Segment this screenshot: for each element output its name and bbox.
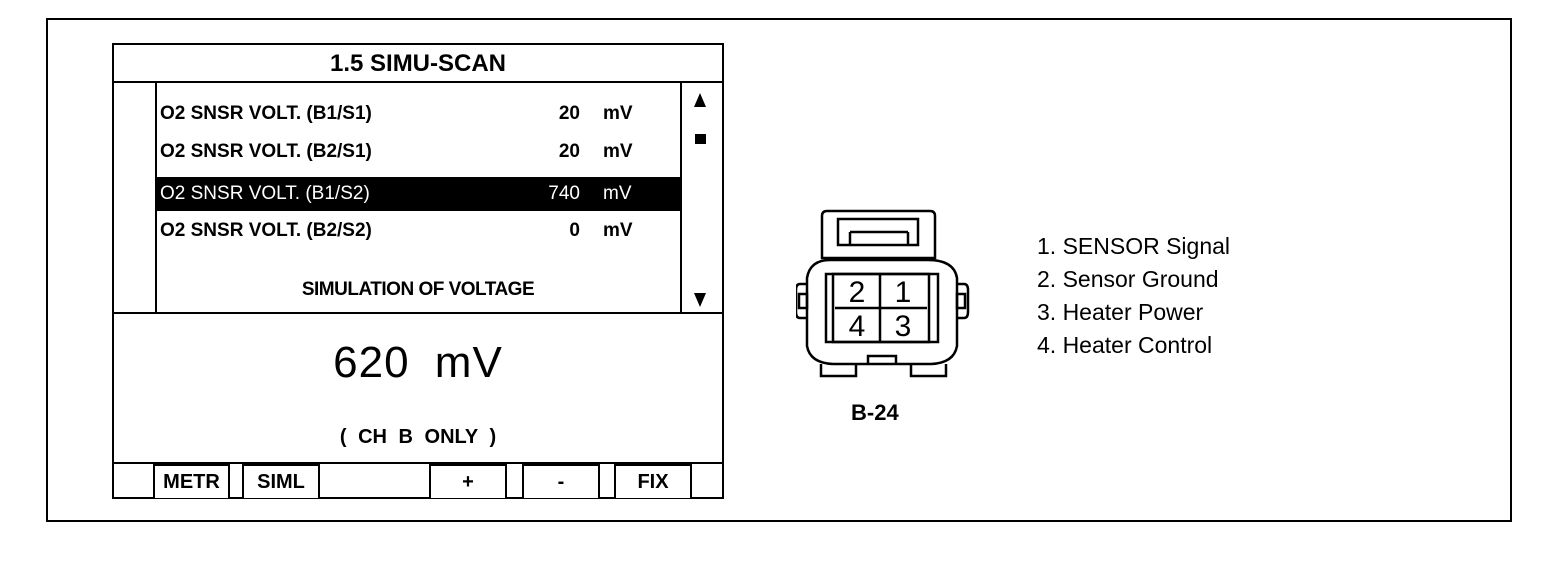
pin-label-4: 4 [849, 310, 866, 343]
parameter-name: O2 SNSR VOLT. (B2/S2) [160, 220, 372, 241]
minus-softkey[interactable]: - [522, 464, 600, 498]
parameter-value: 20 [558, 141, 580, 162]
diagram-frame [46, 18, 1512, 522]
screen-title: 1.5 SIMU-SCAN [114, 45, 722, 83]
connector-lock-tab [820, 209, 937, 260]
parameter-row-b1s1[interactable]: O2 SNSR VOLT. (B1/S1) 20 mV [157, 97, 680, 131]
parameter-name: O2 SNSR VOLT. (B2/S1) [160, 141, 372, 162]
list-divider-left [155, 83, 157, 312]
connector-housing [805, 258, 959, 366]
metr-softkey[interactable]: METR [153, 464, 230, 498]
siml-softkey[interactable]: SIML [242, 464, 320, 498]
pin-legend: 1. SENSOR Signal 2. Sensor Ground 3. Hea… [1037, 230, 1230, 362]
simulation-heading: SIMULATION OF VOLTAGE [301, 279, 535, 300]
scan-tool-screen: 1.5 SIMU-SCAN O2 SNSR VOLT. (B1/S1) 20 m… [112, 43, 724, 499]
fix-softkey[interactable]: FIX [614, 464, 692, 498]
parameter-value: 0 [569, 220, 580, 241]
parameter-value: 20 [558, 103, 580, 124]
parameter-unit: mV [603, 141, 633, 162]
connector-label: B-24 [851, 400, 899, 425]
softkey-bar: METR SIML + - FIX [114, 462, 722, 498]
parameter-name: O2 SNSR VOLT. (B1/S1) [160, 103, 372, 124]
parameter-unit: mV [603, 183, 632, 204]
pin-label-3: 3 [895, 310, 912, 343]
connector-b24-icon: 2 1 4 3 [796, 209, 970, 378]
scroll-up-icon[interactable] [694, 93, 706, 107]
simulation-value: 620 mV [333, 338, 503, 387]
connector-lock-slot [836, 217, 920, 247]
legend-item-pin-3: 3. Heater Power [1037, 299, 1204, 325]
plus-softkey[interactable]: + [429, 464, 507, 498]
parameter-row-b1s2-selected[interactable]: O2 SNSR VOLT. (B1/S2) 740 mV [157, 177, 680, 211]
pin-label-1: 1 [895, 276, 912, 309]
scroll-down-icon[interactable] [694, 293, 706, 307]
legend-item-pin-4: 4. Heater Control [1037, 332, 1213, 358]
parameter-value: 740 [548, 183, 580, 204]
parameter-row-b2s2[interactable]: O2 SNSR VOLT. (B2/S2) 0 mV [157, 214, 680, 248]
list-divider-right [680, 83, 682, 312]
parameter-unit: mV [603, 103, 633, 124]
pin-label-2: 2 [849, 276, 866, 309]
parameter-row-b2s1[interactable]: O2 SNSR VOLT. (B2/S1) 20 mV [157, 135, 680, 169]
parameter-list: O2 SNSR VOLT. (B1/S1) 20 mV O2 SNSR VOLT… [114, 83, 722, 314]
channel-note: ( CH B ONLY ) [339, 426, 497, 448]
legend-item-pin-1: 1. SENSOR Signal [1037, 233, 1231, 259]
scroll-thumb-icon[interactable] [695, 134, 706, 144]
parameter-unit: mV [603, 220, 633, 241]
parameter-name: O2 SNSR VOLT. (B1/S2) [160, 183, 370, 204]
legend-item-pin-2: 2. Sensor Ground [1037, 266, 1219, 292]
